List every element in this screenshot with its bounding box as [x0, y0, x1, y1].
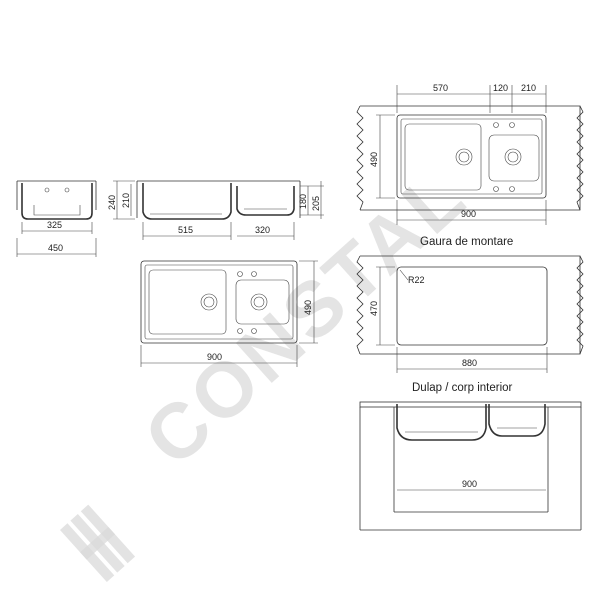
dim-900-cabinet: 900 — [462, 479, 477, 489]
dim-470: 470 — [369, 301, 379, 316]
side-view-small: 325 450 — [16, 180, 97, 257]
cabinet-view: 900 — [359, 401, 582, 531]
dim-205: 205 — [311, 196, 321, 211]
dim-900-top: 900 — [461, 209, 476, 219]
dim-240: 240 — [107, 195, 117, 210]
dim-880: 880 — [462, 358, 477, 368]
dim-210: 210 — [121, 193, 131, 208]
dim-450: 450 — [48, 243, 63, 253]
dim-490-plan: 490 — [303, 300, 313, 315]
dim-490-top: 490 — [369, 152, 379, 167]
side-view-front: 240 210 515 320 180 205 — [107, 180, 324, 240]
dim-120: 120 — [493, 83, 508, 93]
plan-view: 490 900 — [140, 260, 318, 367]
dim-180: 180 — [298, 194, 308, 209]
countertop-plan: 570 120 210 490 900 Gaura de montare — [356, 83, 584, 248]
dim-570: 570 — [433, 83, 448, 93]
dim-515: 515 — [178, 225, 193, 235]
cutout-view: R22 470 880 Dulap / corp interior — [356, 255, 584, 394]
dim-210-top: 210 — [521, 83, 536, 93]
dim-325: 325 — [47, 220, 62, 230]
dim-320: 320 — [255, 225, 270, 235]
caption-mounting-hole: Gaura de montare — [420, 236, 513, 248]
caption-cabinet: Dulap / corp interior — [412, 382, 513, 394]
radius-r22: R22 — [408, 275, 425, 285]
dim-900-plan: 900 — [207, 352, 222, 362]
